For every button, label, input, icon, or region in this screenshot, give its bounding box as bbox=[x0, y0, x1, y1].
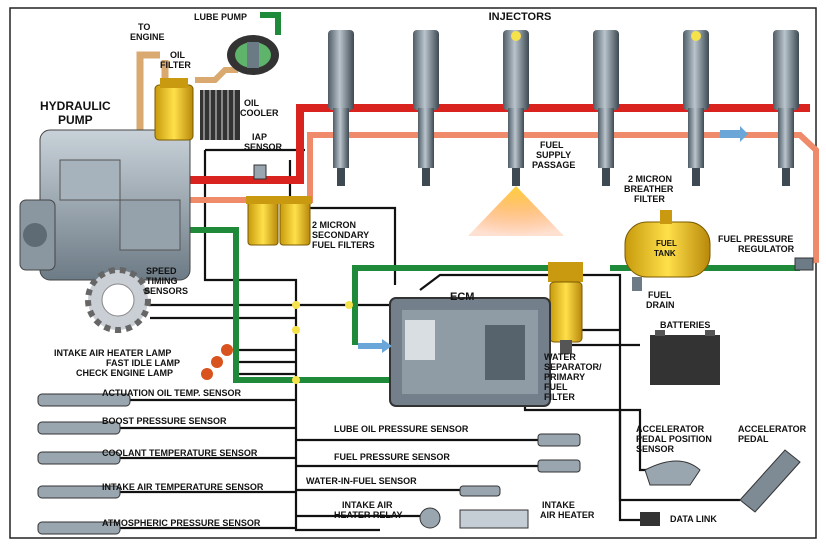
label-lube-oil-pressure: LUBE OIL PRESSURE SENSOR bbox=[334, 424, 469, 434]
label-boost-pressure: BOOST PRESSURE SENSOR bbox=[102, 416, 227, 426]
label-heater-relay-2: HEATER RELAY bbox=[334, 510, 403, 520]
lube-pump bbox=[227, 35, 279, 75]
label-batteries: BATTERIES bbox=[660, 320, 710, 330]
fast-idle-lamp bbox=[211, 356, 223, 368]
label-breather-3: FILTER bbox=[634, 194, 665, 204]
accelerator-pedal bbox=[739, 449, 801, 513]
label-iap-sensor-2: SENSOR bbox=[244, 142, 283, 152]
water-separator bbox=[548, 262, 583, 354]
oil-filter bbox=[154, 78, 194, 141]
label-intake-heater-1: INTAKE bbox=[542, 500, 575, 510]
label-fuel-supply-1: FUEL bbox=[540, 140, 564, 150]
injector-3 bbox=[503, 30, 529, 186]
label-fuel-pressure-sensor: FUEL PRESSURE SENSOR bbox=[334, 452, 450, 462]
intake-air-heater-lamp bbox=[221, 344, 233, 356]
left-sensors bbox=[37, 393, 131, 535]
fuel-pressure-regulator bbox=[794, 257, 814, 271]
label-accel-pedal-2: PEDAL bbox=[738, 434, 769, 444]
label-hydraulic-pump-1: HYDRAULIC bbox=[40, 99, 111, 113]
label-fuel-tank-2: TANK bbox=[654, 249, 676, 258]
flow-arrow bbox=[720, 126, 748, 142]
label-speed-3: SENSORS bbox=[144, 286, 188, 296]
label-speed-2: TIMING bbox=[146, 276, 178, 286]
label-ecm: ECM bbox=[450, 291, 474, 303]
fuel-spray bbox=[468, 186, 564, 236]
fuel-drain bbox=[632, 277, 642, 291]
label-breather-2: BREATHER bbox=[624, 184, 674, 194]
label-to-engine-2: ENGINE bbox=[130, 32, 165, 42]
speed-timing-gear bbox=[85, 267, 151, 333]
label-lube-pump: LUBE PUMP bbox=[194, 12, 247, 22]
label-fuel-supply-3: PASSAGE bbox=[532, 160, 575, 170]
iap-sensor bbox=[253, 164, 267, 180]
label-water-sep-4: FUEL bbox=[544, 382, 568, 392]
label-data-link: DATA LINK bbox=[670, 514, 717, 524]
label-secondary-1: 2 MICRON bbox=[312, 220, 356, 230]
label-actuation-oil: ACTUATION OIL TEMP. SENSOR bbox=[102, 388, 242, 398]
label-secondary-3: FUEL FILTERS bbox=[312, 240, 375, 250]
right-sensors bbox=[459, 433, 581, 497]
injectors bbox=[328, 30, 799, 186]
label-fuel-drain-1: FUEL bbox=[648, 290, 672, 300]
injector-4 bbox=[593, 30, 619, 186]
injector-2 bbox=[413, 30, 439, 186]
batteries bbox=[650, 330, 720, 385]
secondary-fuel-filters bbox=[246, 196, 312, 246]
label-app-sensor-3: SENSOR bbox=[636, 444, 675, 454]
accelerator-pedal-position-sensor bbox=[644, 460, 701, 486]
label-oil-filter-1: OIL bbox=[170, 50, 186, 60]
label-intake-heater-2: AIR HEATER bbox=[540, 510, 595, 520]
junction-dots bbox=[292, 301, 353, 384]
label-fuel-tank-1: FUEL bbox=[656, 239, 677, 248]
ecm-flow-arrow bbox=[358, 339, 392, 353]
label-intake-heater-lamp: INTAKE AIR HEATER LAMP bbox=[54, 348, 171, 358]
label-iap-sensor-1: IAP bbox=[252, 132, 267, 142]
hydraulic-pump bbox=[19, 129, 191, 281]
fuel-tank bbox=[624, 210, 711, 278]
injector-1 bbox=[328, 30, 354, 186]
oil-cooler bbox=[200, 90, 240, 140]
label-secondary-2: SECONDARY bbox=[312, 230, 369, 240]
label-fast-idle-lamp: FAST IDLE LAMP bbox=[106, 358, 180, 368]
ecm-module bbox=[389, 297, 551, 407]
label-fuel-drain-2: DRAIN bbox=[646, 300, 675, 310]
check-engine-lamp bbox=[201, 368, 213, 380]
label-to-engine-1: TO bbox=[138, 22, 150, 32]
label-atmospheric: ATMOSPHERIC PRESSURE SENSOR bbox=[102, 518, 261, 528]
injector-5 bbox=[683, 30, 709, 186]
label-oil-cooler-2: COOLER bbox=[240, 108, 279, 118]
label-water-sep-3: PRIMARY bbox=[544, 372, 585, 382]
label-fuel-supply-2: SUPPLY bbox=[536, 150, 571, 160]
label-oil-cooler-1: OIL bbox=[244, 98, 260, 108]
label-accel-pedal-1: ACCELERATOR bbox=[738, 424, 807, 434]
label-app-sensor-1: ACCELERATOR bbox=[636, 424, 705, 434]
label-water-sep-2: SEPARATOR/ bbox=[544, 362, 602, 372]
data-link-connector bbox=[640, 512, 660, 526]
label-hydraulic-pump-2: PUMP bbox=[58, 113, 93, 127]
label-fpr-1: FUEL PRESSURE bbox=[718, 234, 793, 244]
label-coolant-temp: COOLANT TEMPERATURE SENSOR bbox=[102, 448, 258, 458]
wiring-harness bbox=[120, 148, 740, 532]
label-fpr-2: REGULATOR bbox=[738, 244, 795, 254]
label-app-sensor-2: PEDAL POSITION bbox=[636, 434, 712, 444]
injector-6 bbox=[773, 30, 799, 186]
intake-air-heater-relay bbox=[419, 507, 441, 529]
label-breather-1: 2 MICRON bbox=[628, 174, 672, 184]
label-heater-relay-1: INTAKE AIR bbox=[342, 500, 393, 510]
label-injectors: INJECTORS bbox=[489, 11, 552, 23]
label-speed-1: SPEED bbox=[146, 266, 177, 276]
label-water-sep-1: WATER bbox=[544, 352, 576, 362]
label-water-in-fuel: WATER-IN-FUEL SENSOR bbox=[306, 476, 417, 486]
label-intake-air-temp: INTAKE AIR TEMPERATURE SENSOR bbox=[102, 482, 264, 492]
intake-air-heater bbox=[459, 509, 529, 529]
label-oil-filter-2: FILTER bbox=[160, 60, 191, 70]
label-water-sep-5: FILTER bbox=[544, 392, 575, 402]
label-check-engine-lamp: CHECK ENGINE LAMP bbox=[76, 368, 173, 378]
